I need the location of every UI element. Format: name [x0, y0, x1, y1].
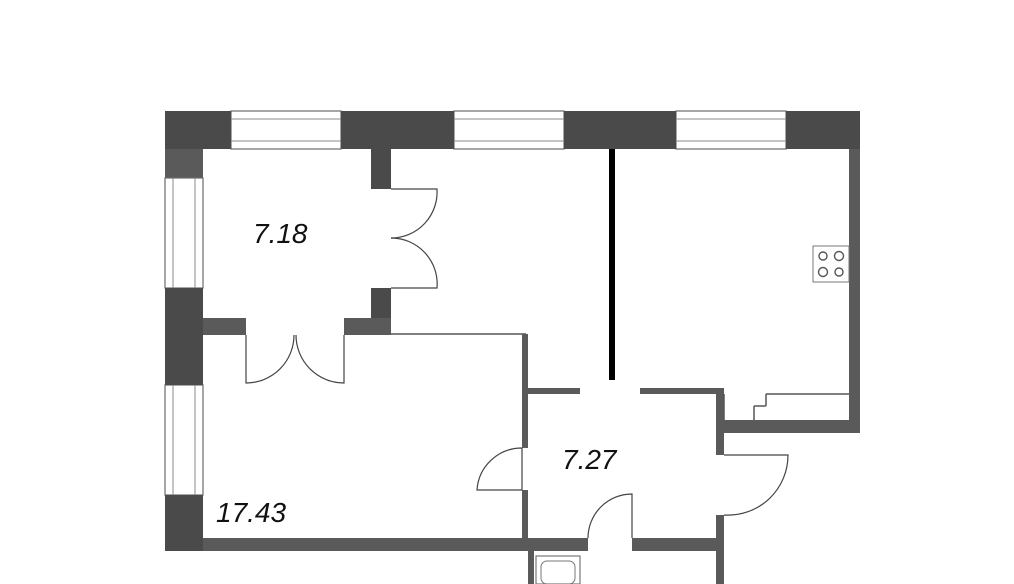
- pillar-left-bottom: [165, 495, 203, 551]
- hall-top-right: [640, 388, 722, 394]
- right-lower-wall: [718, 420, 860, 433]
- living-hall-wall: [522, 334, 528, 448]
- glass-partition: [609, 149, 615, 380]
- room2-area-label: 7.27: [562, 444, 618, 475]
- room3-area-label: 17.43: [216, 497, 286, 528]
- room1-door-upper: [390, 188, 438, 239]
- left-windows: [164, 177, 204, 496]
- exterior-walls: [165, 111, 860, 551]
- pillar-left-mid: [165, 288, 203, 385]
- room1-bottom-wall-right: [344, 318, 391, 335]
- living-door: [476, 447, 523, 491]
- bottom-wall: [165, 538, 531, 551]
- room1-bottom-door-right: [295, 334, 345, 384]
- interior-walls: [203, 318, 849, 584]
- room1-area-label: 7.18: [253, 218, 308, 249]
- room1-bottom-door-left: [245, 334, 295, 384]
- window-top-1: [230, 110, 342, 150]
- hall-right-wall: [716, 388, 724, 455]
- room1-bottom-wall-left: [203, 318, 246, 335]
- pillar-top-mid: [341, 111, 454, 149]
- right-wall: [849, 111, 860, 433]
- bath-door: [587, 493, 633, 539]
- entrance-door: [723, 454, 789, 516]
- hall-bottom-right: [632, 538, 724, 551]
- window-top-2: [453, 110, 565, 150]
- window-left-2: [164, 384, 204, 496]
- pillar-top-right-a: [564, 111, 676, 149]
- pillar-top-right-b: [786, 111, 860, 149]
- bath-wall-left: [528, 551, 534, 584]
- living-hall-wall-lower: [522, 490, 528, 551]
- hall-top-left: [528, 388, 580, 394]
- top-windows: [230, 110, 787, 150]
- window-top-3: [675, 110, 787, 150]
- window-left-1: [164, 177, 204, 289]
- hall-right-wall-lower: [716, 515, 724, 545]
- bath-wall-right: [716, 551, 724, 584]
- pillar-room1-top: [371, 149, 391, 189]
- bath-fixture-icon: [535, 555, 581, 584]
- pillar-top-left: [165, 111, 231, 149]
- stove-icon: [812, 245, 850, 283]
- pillars: [165, 111, 860, 551]
- room1-door-lower: [390, 237, 438, 289]
- doors: [245, 188, 789, 539]
- hall-bottom-left: [528, 538, 588, 551]
